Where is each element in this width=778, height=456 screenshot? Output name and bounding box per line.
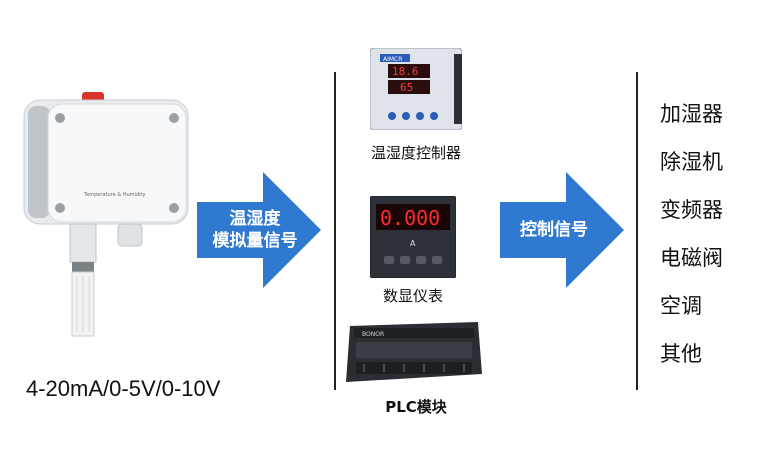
analog-signal-arrow [197,172,321,288]
output-inverter: 变频器 [660,198,723,222]
output-solenoid-valve: 电磁阀 [660,246,723,270]
sensor-device-illustration: Temperature & Humidity [23,92,189,337]
svg-text:A: A [410,239,416,248]
controller-brand: AIMCR [383,56,402,63]
output-dehumidifier: 除湿机 [660,150,723,174]
output-other: 其他 [660,342,702,366]
controller-button [430,112,438,120]
controller-button [402,112,410,120]
arrow2-label: 控制信号 [520,220,588,240]
output-air-conditioner: 空调 [660,294,702,318]
arrow1-label: 温湿度 模拟量信号 [200,208,310,252]
controller-readout-top: 18.6 [392,65,419,78]
controller-readout-bottom: 65 [400,81,413,94]
meter-button [384,256,394,264]
meter-caption: 数显仪表 [382,287,443,305]
plc-caption: PLC模块 [385,398,447,416]
output-signal-label: 4-20mA/0-5V/0-10V [26,376,221,401]
plc-module-illustration: BONOR [346,322,482,382]
control-signal-arrow [500,172,624,288]
meter-button [400,256,410,264]
output-humidifier: 加湿器 [660,102,723,126]
divider-right [636,72,638,390]
arrow1-line2: 模拟量信号 [212,231,298,251]
plc-brand: BONOR [362,331,384,338]
humidity-controller-illustration: AIMCR 18.6 65 [370,48,462,130]
divider-left [334,72,336,390]
controller-button [416,112,424,120]
controller-button [388,112,396,120]
arrow1-line1: 温湿度 [229,209,281,229]
meter-readout: 0.000 [380,206,440,230]
digital-meter-illustration: 0.000 A [370,196,456,278]
sensor-label: Temperature & Humidity [83,192,145,198]
meter-button [416,256,426,264]
controller-caption: 温湿度控制器 [370,144,461,162]
meter-button [432,256,442,264]
